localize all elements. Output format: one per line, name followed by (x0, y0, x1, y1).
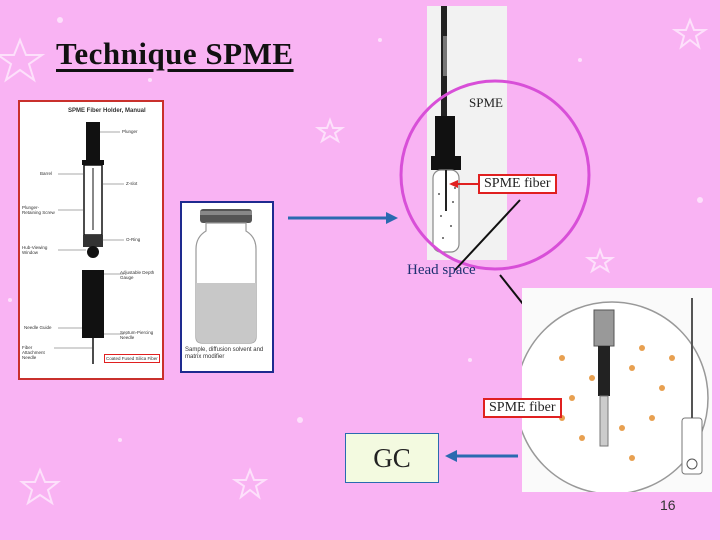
label-needle-guide: Needle Guide (24, 325, 52, 330)
label-septum-needle: Septum-Piercing Needle (120, 330, 154, 340)
spme-photo: SPME (427, 6, 507, 260)
gc-box: GC (345, 433, 439, 483)
slide-title: Technique SPME (56, 36, 294, 71)
holder-heading: SPME Fiber Holder, Manual (68, 108, 146, 114)
page-number: 16 (660, 497, 676, 513)
arrow-to-spme (288, 212, 398, 224)
vial-drawing (195, 209, 257, 344)
headspace-label: Head space (407, 262, 476, 278)
vial-diagram: Sample, diffusion solvent and matrix mod… (180, 201, 274, 373)
holder-drawing (54, 122, 124, 364)
vial-caption: Sample, diffusion solvent and matrix mod… (185, 347, 264, 360)
label-o-ring: O-Ring (126, 237, 141, 242)
label-coated-fiber: Coated Fused Silica Fiber (104, 354, 160, 363)
label-barrel: Barrel (40, 171, 53, 176)
label-z-slot: Z-slot (126, 181, 138, 186)
spme-device-drawing (427, 6, 507, 260)
gc-drawing (522, 298, 709, 492)
spme-label: SPME (469, 95, 503, 110)
label-hub-window: Hub-Viewing Window (22, 245, 48, 255)
spme-holder-diagram: SPME Fiber Holder, Manual Plunger Barrel… (18, 100, 164, 380)
label-plunger: Plunger (122, 129, 138, 134)
arrow-to-gc (445, 450, 518, 462)
gc-fiber-label: SPME fiber (483, 398, 562, 418)
label-attachment-needle: Fiber Attachment Needle (22, 345, 45, 360)
label-retaining-screw: Plunger-Retaining Screw (22, 205, 55, 215)
gc-photo (522, 288, 712, 492)
spme-fiber-label: SPME fiber (478, 174, 557, 194)
label-depth-gauge: Adjustable Depth Gauge (120, 270, 155, 280)
